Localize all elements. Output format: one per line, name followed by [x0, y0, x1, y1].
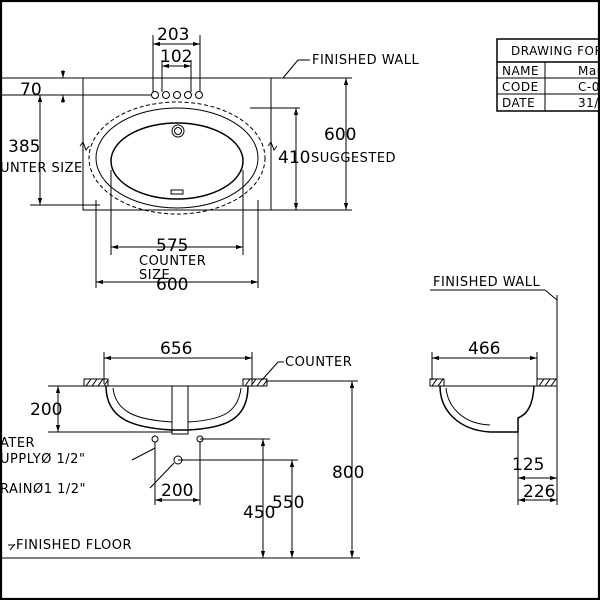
title-block-code-label: CODE — [502, 80, 539, 94]
title-block-date-value: 31/ — [578, 96, 599, 110]
drain-hole — [171, 124, 185, 138]
label-counter-size-bottom-1: COUNTER — [139, 254, 206, 269]
tap-hole — [184, 91, 192, 99]
tap-hole — [162, 91, 170, 99]
side-elevation: FINISHED WALL 466 125 226 — [429, 275, 558, 505]
label-drain: RAINØ1 1/2" — [0, 482, 86, 497]
dim-bowl-depth: 410 — [278, 148, 310, 168]
supply-point — [151, 435, 159, 443]
label-finished-wall-side: FINISHED WALL — [433, 275, 541, 290]
dim-supply-height: 450 — [243, 503, 275, 523]
dim-basin-height: 200 — [30, 400, 62, 420]
label-finished-floor: FINISHED FLOOR — [16, 538, 132, 553]
tap-hole — [195, 91, 203, 99]
label-suggested: SUGGESTED — [311, 151, 396, 166]
dim-counter-height: 800 — [332, 463, 364, 483]
drain-tail — [171, 386, 189, 435]
plan-view: 203 102 70 385 UNTER SIZE 410 600 SUGGES… — [0, 25, 420, 295]
dim-cabinet-width: 600 — [156, 275, 188, 295]
label-water-supply-1: ATER — [0, 436, 35, 451]
dim-counter-depth: 385 — [8, 137, 40, 157]
tap-hole — [151, 91, 159, 99]
counter-outline — [82, 77, 272, 211]
dim-side-width: 466 — [468, 339, 500, 359]
basin-side-profile — [439, 385, 535, 433]
title-block-name-label: NAME — [502, 64, 539, 78]
title-block-date-label: DATE — [502, 96, 535, 110]
title-block-name-value: Mar — [578, 64, 600, 78]
label-counter-size-bottom-2: SIZE — [139, 268, 170, 283]
dim-tap-outer: 203 — [157, 25, 189, 45]
title-block: DRAWING FOR NAME Mar CODE C-0 DATE 31/ — [496, 38, 600, 112]
front-elevation: 656 COUNTER 200 ATER UPPLYØ 1/2" RAINØ1 … — [0, 339, 364, 559]
label-counter-size-left: UNTER SIZE — [0, 161, 83, 176]
overflow-slot — [170, 189, 184, 195]
dim-side-drop: 125 — [512, 455, 544, 475]
title-block-heading: DRAWING FOR — [511, 44, 600, 58]
dim-drain-offset: 200 — [161, 481, 193, 501]
dim-drain-height: 550 — [272, 493, 304, 513]
label-counter: COUNTER — [285, 355, 352, 370]
basin-front-profile — [105, 385, 249, 431]
basin-outer-rim — [88, 101, 266, 215]
dim-tap-inner: 102 — [160, 47, 192, 67]
dim-side-depth: 226 — [523, 482, 555, 502]
title-block-code-value: C-0 — [578, 80, 600, 94]
basin-rim — [95, 107, 259, 209]
label-water-supply-2: UPPLYØ 1/2" — [0, 452, 85, 467]
dim-tap-offset: 70 — [20, 80, 42, 100]
basin-bowl — [110, 122, 244, 200]
dim-counter-width: 575 — [156, 236, 188, 256]
tap-hole — [173, 91, 181, 99]
dim-front-width: 656 — [160, 339, 192, 359]
label-finished-wall-top: FINISHED WALL — [312, 53, 420, 68]
dim-cabinet-depth: 600 — [324, 125, 356, 145]
